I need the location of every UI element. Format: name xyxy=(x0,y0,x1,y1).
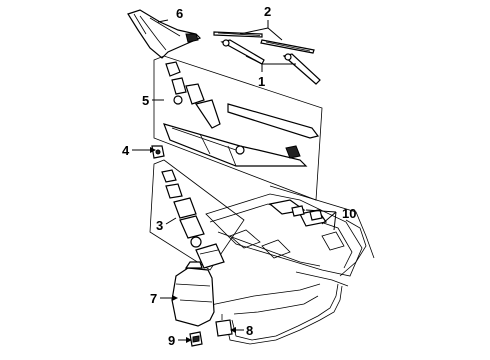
part-7-washer-reservoir xyxy=(171,261,215,327)
callout-8: 8 xyxy=(246,323,253,338)
part-1-wiper-arms xyxy=(220,39,321,85)
part-9-connector xyxy=(189,331,203,347)
part-10-washer-nozzles xyxy=(291,205,323,221)
part-6-cowl-grille xyxy=(127,9,202,59)
washer-hose xyxy=(205,283,343,345)
callout-2: 2 xyxy=(264,4,271,19)
callout-6: 6 xyxy=(176,6,183,21)
part-2-wiper-blades xyxy=(213,31,315,54)
vehicle-cowl-body xyxy=(205,185,375,287)
callout-1: 1 xyxy=(258,74,265,89)
callout-4: 4 xyxy=(122,143,130,158)
part-5-wiper-linkage-assembly xyxy=(153,55,323,201)
callout-10: 10 xyxy=(342,206,356,221)
part-8-washer-pump xyxy=(215,314,233,337)
callout-5: 5 xyxy=(142,93,149,108)
callout-9: 9 xyxy=(168,333,175,348)
callout-3: 3 xyxy=(156,218,163,233)
callout-7: 7 xyxy=(150,291,157,306)
part-3-wiper-motor-group xyxy=(149,159,245,271)
leader-lines xyxy=(132,19,337,343)
part-4-grommet xyxy=(151,145,165,159)
